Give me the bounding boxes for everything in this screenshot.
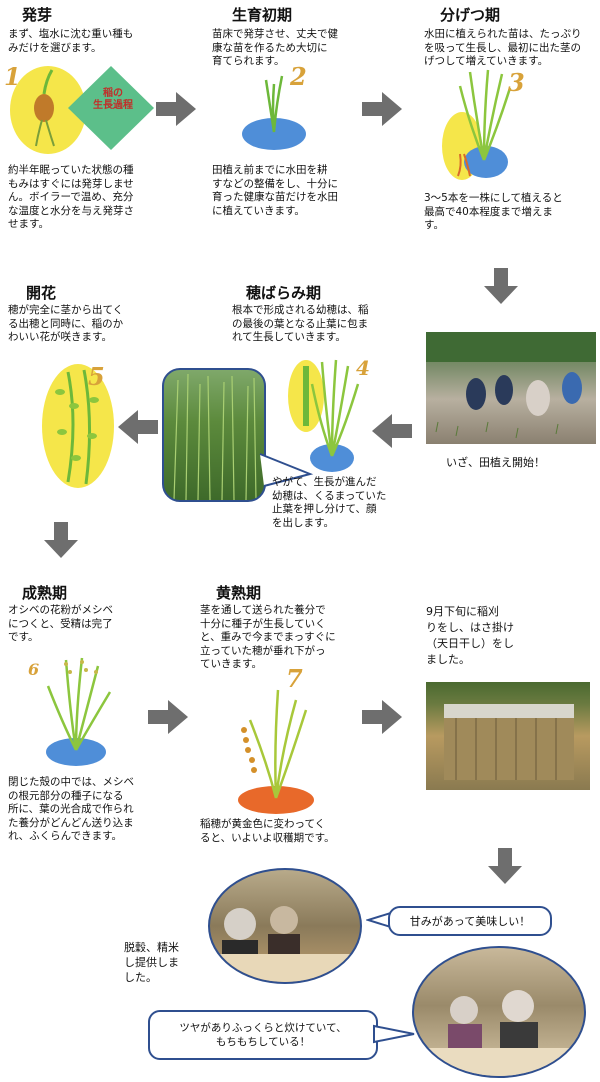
stage-2-text-bottom: 田植え前までに水田を耕 すなどの整備をし、十分に 育った健康な苗だけを水田 に植…: [212, 164, 338, 217]
rice-plant-photo: [162, 368, 266, 502]
stage-3-text-top: 水田に植えられた苗は、たっぷり を吸って生長し、最初に出た茎の げつして増えてい…: [424, 28, 582, 68]
stage-4-text-bottom: やがて、生長が進んだ 幼穂は、くるまっていた 止葉を押し分けて、顔 を出します。: [272, 476, 387, 529]
stage-2-title: 生育初期: [232, 6, 293, 24]
dining-photo-1: [208, 868, 362, 984]
callout-pointer: [252, 448, 314, 492]
stage-4-title: 穂ばらみ期: [246, 284, 322, 302]
stage-3-illustration: [440, 66, 540, 186]
stage-1-text-top: まず、塩水に沈む重い種も みだけを選びます。: [8, 28, 134, 54]
stage-5-illustration: [38, 362, 118, 490]
stage-6-illustration: [26, 652, 126, 768]
stage-4-illustration: [286, 354, 366, 476]
growth-process-badge: 稲の 生長過程: [93, 88, 133, 111]
stage-6-text-bottom: 閉じた殻の中では、メシベ の根元部分の種子になる 所に、葉の光合成で作られ た養…: [8, 776, 134, 843]
stage-6-number: 6: [28, 660, 40, 679]
stage-3-text-bottom: 3～5本を一株にして植えると 最高で40本程度まで増えま す。: [424, 192, 563, 232]
stage-5-number: 5: [88, 362, 105, 391]
arrow-right-icon: [362, 92, 402, 126]
rice-drying-photo: [426, 682, 590, 790]
arrow-right-icon: [148, 700, 188, 734]
arrow-right-icon: [156, 92, 196, 126]
stage-4-text-top: 根本で形成される幼穂は、稲 の最後の葉となる止葉に包ま れて生長していきます。: [232, 304, 369, 344]
stage-6-text-top: オシベの花粉がメシベ につくと、受精は完了 です。: [8, 604, 113, 644]
stage-2-number: 2: [290, 62, 307, 91]
stage-5-title: 開花: [26, 284, 57, 302]
dining-photo-2: [412, 946, 586, 1078]
speech-bubble-pointer: [372, 1022, 416, 1050]
arrow-down-icon: [488, 848, 522, 884]
stage-1-number: 1: [4, 62, 21, 91]
stage-4-number: 4: [356, 356, 370, 380]
serve-caption: 脱穀、精米 し提供しま した。: [124, 941, 179, 984]
stage-3-title: 分げつ期: [440, 6, 501, 24]
stage-7-title: 黄熟期: [216, 584, 262, 602]
stage-7-number: 7: [286, 664, 303, 693]
rice-planting-photo: [426, 332, 596, 444]
stage-1-title: 発芽: [22, 6, 53, 24]
harvest-caption: 9月下旬に稲刈 りをし、はさ掛け （天日干し）をし ました。: [426, 605, 514, 666]
stage-3-number: 3: [508, 68, 525, 97]
stage-1-illustration: [6, 62, 156, 154]
stage-7-illustration: [226, 670, 326, 816]
stage-7-text-bottom: 稲穂が黄金色に変わってく ると、いよいよ収穫期です。: [200, 818, 335, 844]
stage-2-illustration: [240, 66, 320, 156]
stage-7-text-top: 茎を通して送られた養分で 十分に種子が生長していく と、重みで今までまっすぐに …: [200, 604, 336, 671]
arrow-down-icon: [44, 522, 78, 558]
arrow-down-icon: [484, 268, 518, 304]
stage-5-text-top: 穂が完全に茎から出てく る出穂と同時に、稲のか わいい花が咲きます。: [8, 304, 124, 344]
speech-bubble-shiny: ツヤがありふっくらと炊けていて、 もちもちしている！: [148, 1010, 378, 1060]
stage-1-text-bottom: 約半年眠っていた状態の種 もみはすぐには発芽しませ ん。ボイラーで温め、充分 な…: [8, 164, 134, 231]
stage-2-text-top: 苗床で発芽させ、丈夫で健 康な苗を作るため大切に 育てられます。: [212, 28, 338, 68]
speech-bubble-sweet: 甘みがあって美味しい！: [388, 906, 552, 936]
arrow-left-icon: [118, 410, 158, 444]
arrow-left-icon: [372, 414, 412, 448]
planting-caption: いざ、田植え開始！: [446, 456, 545, 469]
arrow-right-icon: [362, 700, 402, 734]
stage-6-title: 成熟期: [22, 584, 68, 602]
